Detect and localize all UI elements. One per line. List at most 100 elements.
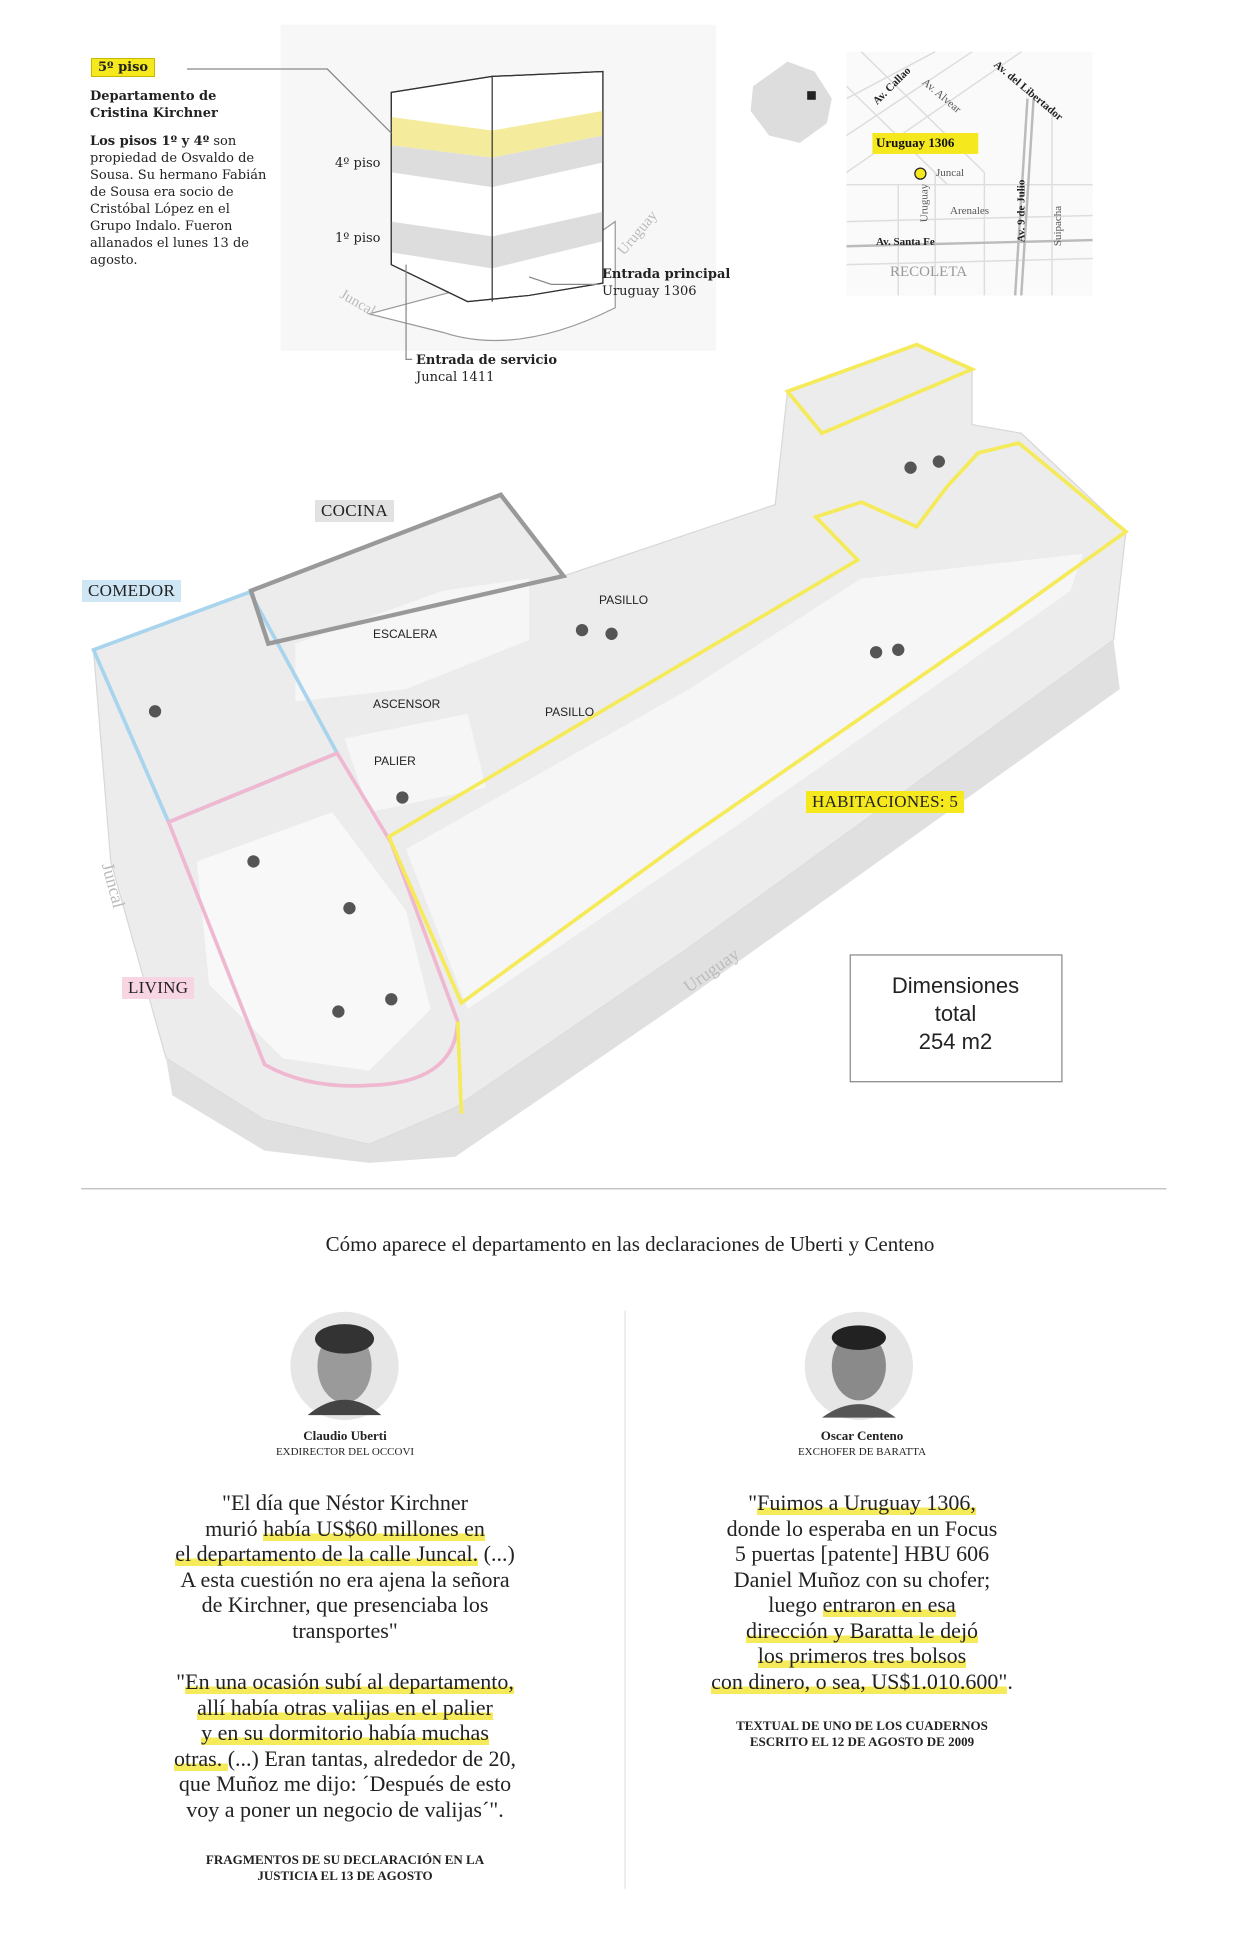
- city-locator-shape: [750, 61, 832, 143]
- habitaciones-outline-2: [784, 342, 977, 436]
- quote-text: A esta cuestión no era ajena la señora: [180, 1566, 510, 1592]
- source-uberti: FRAGMENTOS DE SU DECLARACIÓN EN LA JUSTI…: [205, 1852, 485, 1883]
- quote-text: ": [176, 1669, 186, 1694]
- street-map: [846, 51, 1093, 296]
- quote-highlight: otras.: [173, 1745, 228, 1771]
- quote-line: allí había otras valijas en el palier: [145, 1694, 545, 1721]
- main-entrance-address: Uruguay 1306: [602, 284, 697, 299]
- leader-line-5piso: [187, 68, 392, 134]
- portrait-oscar-centeno: [804, 1311, 914, 1421]
- quote-highlight: con dinero, o sea, US$1.010.600": [711, 1668, 1008, 1694]
- label-pasillo-2: PASILLO: [545, 705, 595, 719]
- apartment-title: Departamento de Cristina Kirchner: [90, 89, 218, 121]
- quote-line: con dinero, o sea, US$1.010.600".: [662, 1668, 1062, 1695]
- quote-line: otras. (...) Eran tantas, alrededor de 2…: [145, 1745, 545, 1772]
- quote-highlight: entraron en esa: [822, 1592, 956, 1617]
- quote-text: ": [748, 1490, 758, 1515]
- map-district: RECOLETA: [890, 264, 968, 280]
- quote-highlight: dirección y Baratta le dejó: [745, 1617, 979, 1643]
- habitaciones-outline: [386, 441, 1129, 1006]
- quote-text: Daniel Muñoz con su chofer;: [733, 1566, 991, 1592]
- map-marker-label: Uruguay 1306: [876, 135, 955, 150]
- portrait-claudio-uberti: [290, 1311, 399, 1421]
- label-ascensor: ASCENSOR: [373, 697, 441, 711]
- quote-line: el departamento de la calle Juncal. (...…: [145, 1541, 545, 1567]
- quote-centeno: "Fuimos a Uruguay 1306,donde lo esperaba…: [662, 1490, 1062, 1694]
- quote-line: los primeros tres bolsos: [662, 1643, 1062, 1669]
- dimensions-value: 254 m2: [918, 1029, 993, 1054]
- service-entrance-address: Juncal 1411: [416, 370, 495, 385]
- room-tag-habitaciones: HABITACIONES: 5: [806, 791, 965, 813]
- quote-line: luego entraron en esa: [662, 1592, 1062, 1618]
- floor-tag-5: 5º piso: [91, 58, 156, 77]
- dimensions: Dimensiones total 254 m2: [850, 972, 1061, 1056]
- quote-uberti-2: "En una ocasión subí al departamento,all…: [145, 1669, 545, 1822]
- section-title: Cómo aparece el departamento en las decl…: [325, 1232, 935, 1256]
- quote-line: 5 puertas [patente] HBU 606: [662, 1541, 1062, 1567]
- quote-text: transportes": [292, 1617, 398, 1643]
- person-name-uberti: Claudio Uberti: [303, 1428, 387, 1443]
- quote-line: "En una ocasión subí al departamento,: [145, 1669, 545, 1695]
- note-text: son propiedad de Osvaldo de Sousa. Su he…: [90, 134, 267, 268]
- map-street-9-de-julio: Av. 9 de Julio: [1015, 179, 1028, 243]
- dimensions-label: total: [934, 1001, 977, 1026]
- quote-text: luego: [768, 1592, 823, 1617]
- quote-text: 5 puertas [patente] HBU 606: [734, 1541, 990, 1566]
- map-street-arenales: Arenales: [950, 205, 990, 217]
- quote-highlight: allí había otras valijas en el palier: [197, 1694, 493, 1720]
- room-tag-cocina: COCINA: [315, 500, 394, 522]
- map-street-juncal: Juncal: [936, 167, 965, 179]
- quote-highlight: y en su dormitorio había muchas: [201, 1720, 489, 1745]
- quote-text: "El día que Néstor Kirchner: [221, 1490, 468, 1515]
- dimensions-title: Dimensiones: [891, 973, 1020, 998]
- quote-text: (...) Eran tantas, alrededor de 20,: [227, 1745, 517, 1771]
- room-tag-comedor: COMEDOR: [82, 580, 182, 602]
- building-note: Los pisos 1º y 4º son propiedad de Osval…: [90, 133, 275, 269]
- quote-line: Daniel Muñoz con su chofer;: [662, 1567, 1062, 1593]
- quote-highlight: había US$60 millones en: [263, 1515, 485, 1541]
- leader-line-service-entrance: [405, 264, 413, 361]
- quote-text: murió: [205, 1515, 264, 1541]
- quote-line: dirección y Baratta le dejó: [662, 1617, 1062, 1644]
- label-palier: PALIER: [374, 754, 416, 768]
- source-centeno: TEXTUAL DE UNO DE LOS CUADERNOS ESCRITO …: [736, 1718, 988, 1749]
- map-street-suipacha: Suipacha: [1052, 205, 1065, 247]
- quote-highlight: Fuimos a Uruguay 1306,: [757, 1490, 976, 1515]
- quote-line: transportes": [145, 1618, 545, 1644]
- map-street-santa-fe: Av. Santa Fe: [876, 236, 935, 248]
- person-role-uberti: EXDIRECTOR DEL OCCOVI: [275, 1446, 415, 1458]
- quote-text: de Kirchner, que presenciaba los: [201, 1592, 489, 1617]
- map-street-uruguay: Uruguay: [918, 183, 931, 223]
- quote-highlight: En una ocasión subí al departamento,: [185, 1669, 514, 1694]
- dimensions-box: [849, 954, 1063, 1083]
- locator-square: [807, 91, 816, 100]
- floor-4-label: 4º piso: [335, 156, 381, 171]
- quote-line: que Muñoz me dijo: ´Después de esto: [145, 1771, 545, 1797]
- floor-plan: [91, 342, 1129, 1163]
- building-illustration: [366, 70, 616, 342]
- cocina-outline: [248, 492, 568, 647]
- quote-text: (...): [478, 1541, 515, 1566]
- label-escalera: ESCALERA: [373, 627, 438, 641]
- label-pasillo-1: PASILLO: [599, 593, 649, 607]
- quote-text: .: [1007, 1668, 1013, 1694]
- quote-line: voy a poner un negocio de valijas´".: [145, 1797, 545, 1823]
- quote-highlight: el departamento de la calle Juncal.: [175, 1541, 479, 1566]
- main-entrance-title: Entrada principal: [602, 267, 731, 282]
- quote-text: donde lo esperaba en un Focus: [726, 1515, 998, 1541]
- quote-text: voy a poner un negocio de valijas´".: [186, 1796, 504, 1822]
- quote-highlight: los primeros tres bolsos: [757, 1643, 967, 1668]
- note-bold: Los pisos 1º y 4º: [90, 134, 210, 149]
- floor-1-label: 1º piso: [335, 231, 381, 246]
- quote-line: donde lo esperaba en un Focus: [662, 1516, 1062, 1542]
- quote-line: de Kirchner, que presenciaba los: [145, 1592, 545, 1618]
- person-name-centeno: Oscar Centeno: [820, 1428, 904, 1443]
- quote-line: A esta cuestión no era ajena la señora: [145, 1567, 545, 1593]
- leader-line-main-entrance: [528, 276, 599, 285]
- quote-line: "Fuimos a Uruguay 1306,: [662, 1490, 1062, 1516]
- quote-line: "El día que Néstor Kirchner: [145, 1490, 545, 1516]
- room-tag-living: LIVING: [122, 977, 195, 999]
